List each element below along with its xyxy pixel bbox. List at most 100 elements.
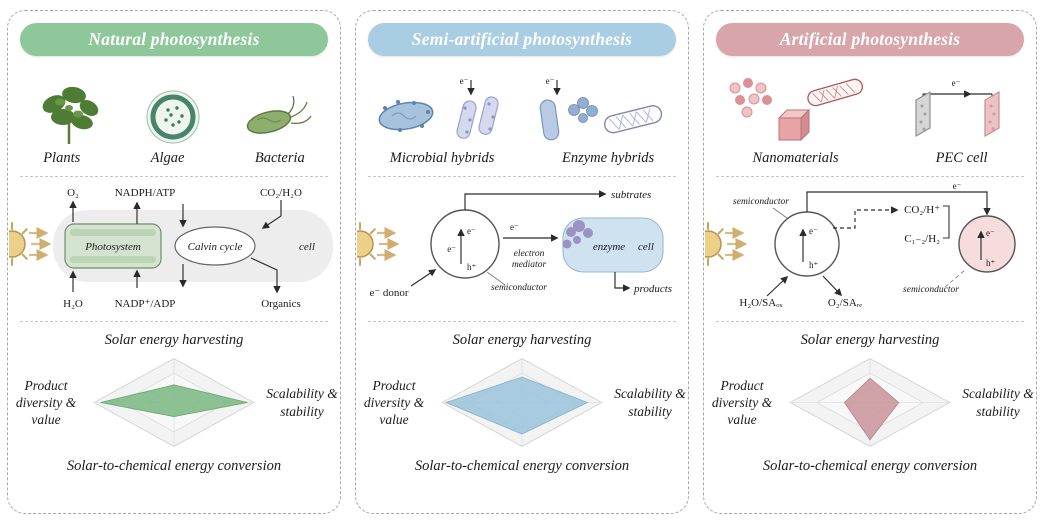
panel-natural-title: Natural photosynthesis xyxy=(19,23,329,56)
semiconductor-left-label: semiconductor xyxy=(733,197,789,207)
icon-label-pec-cell: PEC cell xyxy=(935,150,988,166)
artificial-icons-row: e⁻ xyxy=(704,66,1036,146)
radar-axis-left-label: Product diversity & value xyxy=(711,377,773,428)
substrates-label: subtrates xyxy=(611,189,651,201)
reaction-bracket xyxy=(943,205,950,239)
radar-shape xyxy=(843,377,900,441)
semi-artificial-photosynthesis-diagram: e⁻ e⁻ h⁺ e⁻ donor semiconductor subtrate… xyxy=(357,189,672,299)
divider xyxy=(20,176,328,177)
plant-icon xyxy=(42,86,99,144)
radar-axis-top-label: Solar energy harvesting xyxy=(104,332,244,348)
organics-label: Organics xyxy=(261,298,301,310)
icon-label-plants: Plants xyxy=(43,150,81,166)
icon-label-microbial-hybrids: Microbial hybrids xyxy=(389,150,495,166)
radar-axis-left-label: Product diversity & value xyxy=(363,377,425,428)
radar-axis-right-label: Scalability & stability xyxy=(266,386,338,419)
co2-h-label: CO₂/H⁺ xyxy=(904,204,940,216)
e-minus-top: e⁻ xyxy=(467,226,476,236)
e-minus-label: e⁻ xyxy=(460,76,469,86)
o2-sa-label: O₂/SAᵣₑ xyxy=(828,297,862,309)
icon-label-enzyme-hybrids: Enzyme hybrids xyxy=(561,150,655,166)
e-minus-right: e⁻ xyxy=(986,228,995,238)
mediator-e-label: e⁻ xyxy=(510,222,519,232)
calvin-cycle-label: Calvin cycle xyxy=(188,241,243,253)
c12-h2-label: C₁₋₂/H₂ xyxy=(904,233,940,245)
semiconductor-right-label: semiconductor xyxy=(903,285,959,295)
icon-label-nanomaterials: Nanomaterials xyxy=(752,150,839,166)
photosystem-label: Photosystem xyxy=(84,241,141,253)
panel-artificial-title: Artificial photosynthesis xyxy=(715,23,1025,56)
pec-cell-icon: e⁻ xyxy=(914,78,1000,138)
h-plus: h⁺ xyxy=(467,262,477,272)
radar-section: Product diversity & value Scalability & … xyxy=(356,353,688,452)
h-plus-right: h⁺ xyxy=(986,258,996,268)
sun-icon xyxy=(9,223,49,265)
panel-semi-artificial: Semi-artificial photosynthesis e⁻ xyxy=(355,10,689,514)
divider xyxy=(716,176,1024,177)
electron-mediator-label-1: electron xyxy=(514,249,545,259)
radar-axis-right-label: Scalability & stability xyxy=(962,386,1034,419)
h-plus-left: h⁺ xyxy=(809,260,819,270)
bacteria-icon xyxy=(246,95,312,134)
semiconductor-circle xyxy=(430,209,500,279)
natural-icons-row xyxy=(8,66,340,146)
radar-axis-left-label: Product diversity & value xyxy=(15,377,77,428)
co2-h2o-label: CO₂/H₂O xyxy=(260,187,302,199)
semiconductor-label: semiconductor xyxy=(491,283,547,293)
divider xyxy=(368,321,676,322)
e-minus-mid: e⁻ xyxy=(447,244,456,254)
cell-label: cell xyxy=(638,241,654,253)
natural-icon-labels: Plants Algae Bacteria xyxy=(8,150,340,167)
divider xyxy=(716,321,1024,322)
radar-chart xyxy=(441,358,603,447)
photoanode-circle xyxy=(774,211,840,277)
pec-cathode-plate xyxy=(983,90,1000,138)
radar-axis-top-label: Solar energy harvesting xyxy=(800,332,940,348)
calvin-cycle-ellipse xyxy=(174,226,256,266)
panel-semi-artificial-title: Semi-artificial photosynthesis xyxy=(367,23,677,56)
artificial-photosynthesis-diagram: semiconductor e⁻ h⁺ e⁻ CO₂/H⁺ C₁₋₂/H₂ e⁻… xyxy=(705,181,1016,309)
radar-section: Product diversity & value Scalability & … xyxy=(704,353,1036,452)
artificial-icon-labels: Nanomaterials PEC cell xyxy=(704,150,1036,167)
e-minus-left: e⁻ xyxy=(809,226,818,236)
divider xyxy=(20,321,328,322)
radar-axis-top-label: Solar energy harvesting xyxy=(452,332,592,348)
enzyme-blobs xyxy=(562,220,593,249)
radar-axis-bottom-label: Solar-to-chemical energy conversion xyxy=(66,458,282,474)
semi-artificial-icons-row: e⁻ e⁻ xyxy=(356,66,688,146)
sun-icon xyxy=(357,223,397,265)
photocathode-circle xyxy=(958,215,1016,273)
sun-icon xyxy=(705,223,745,265)
enzyme-hybrids-icon: e⁻ xyxy=(539,76,663,141)
enzyme-label: enzyme xyxy=(593,241,625,253)
e-minus-wire: e⁻ xyxy=(953,181,962,191)
radar-axis-right-label: Scalability & stability xyxy=(614,386,686,419)
radar-chart xyxy=(789,358,951,447)
radar-chart xyxy=(93,358,255,447)
radar-axis-bottom-label: Solar-to-chemical energy conversion xyxy=(414,458,630,474)
radar-shape xyxy=(445,376,589,435)
nadp-adp-label: NADP⁺/ADP xyxy=(115,298,176,310)
radar-axis-bottom-label: Solar-to-chemical energy conversion xyxy=(762,458,978,474)
panel-artificial: Artificial photosynthesis xyxy=(703,10,1037,514)
divider xyxy=(368,176,676,177)
h2o-sa-label: H₂O/SAₒₓ xyxy=(739,297,783,309)
e-minus-label: e⁻ xyxy=(951,78,960,88)
e-donor-label: e⁻ donor xyxy=(369,287,408,299)
pec-anode-plate xyxy=(914,90,931,138)
icon-label-bacteria: Bacteria xyxy=(254,150,305,166)
semi-artificial-icon-labels: Microbial hybrids Enzyme hybrids xyxy=(356,150,688,167)
cell-label: cell xyxy=(299,241,315,253)
radar-shape xyxy=(100,384,248,417)
nadph-atp-label: NADPH/ATP xyxy=(115,187,176,199)
algae-icon xyxy=(146,90,200,144)
panel-natural: Natural photosynthesis xyxy=(7,10,341,514)
e-minus-label: e⁻ xyxy=(546,76,555,86)
nanomaterials-icon xyxy=(729,78,863,142)
electron-mediator-label-2: mediator xyxy=(512,260,547,270)
h2o-label: H₂O xyxy=(63,298,83,310)
radar-section: Product diversity & value Scalability & … xyxy=(8,353,340,452)
products-label: products xyxy=(633,283,672,295)
